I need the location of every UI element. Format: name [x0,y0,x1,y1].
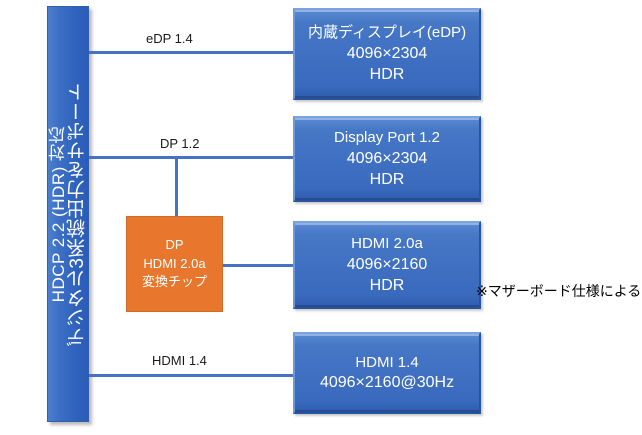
output-box-hdmi14-resolution: 4096×2160@30Hz [319,374,455,392]
output-box-displayport-hdr: HDR [369,170,405,188]
output-box-edp-hdr: HDR [369,65,405,83]
output-box-displayport-resolution: 4096×2304 [346,149,428,167]
source-bar-label-main: デジタル3系統出力をサポート [66,81,88,347]
output-box-displayport-title: Display Port 1.2 [334,128,440,146]
output-box-edp-resolution: 4096×2304 [346,44,428,62]
converter-chip-box: DP HDMI 2.0a 変換チップ [126,216,223,312]
output-box-edp-title: 内蔵ディスプレイ(eDP) [307,23,467,41]
connector-dp-branch-line [175,156,178,218]
converter-chip-line1: DP [165,236,184,252]
output-box-hdmi20a-hdr: HDR [369,276,405,294]
output-box-edp: 内蔵ディスプレイ(eDP) 4096×2304 HDR [293,8,481,100]
output-box-hdmi20a: HDMI 2.0a 4096×2160 HDR [293,221,481,309]
connector-chip-hdmi2-line [221,264,295,267]
connector-hdmi1-line [89,374,295,377]
output-box-hdmi20a-title: HDMI 2.0a [351,234,423,252]
source-bar: デジタル3系統出力をサポート HDCP 2.2 (HDR) 対応 [47,6,89,422]
connector-label-edp: eDP 1.4 [146,31,193,46]
connector-label-dp: DP 1.2 [160,136,200,151]
connector-dp-line [89,156,295,159]
footnote-text: ※マザーボード仕様による [476,283,642,299]
converter-chip-line3: 変換チップ [141,274,207,290]
connector-edp-line [89,51,295,54]
output-box-displayport: Display Port 1.2 4096×2304 HDR [293,116,481,202]
output-box-hdmi14: HDMI 1.4 4096×2160@30Hz [293,332,481,414]
output-box-hdmi20a-resolution: 4096×2160 [346,255,428,273]
converter-chip-line2: HDMI 2.0a [143,255,206,271]
source-bar-label-sub: HDCP 2.2 (HDR) 対応 [48,125,68,303]
output-box-hdmi14-title: HDMI 1.4 [355,353,419,371]
connector-label-hdmi1: HDMI 1.4 [152,353,207,368]
